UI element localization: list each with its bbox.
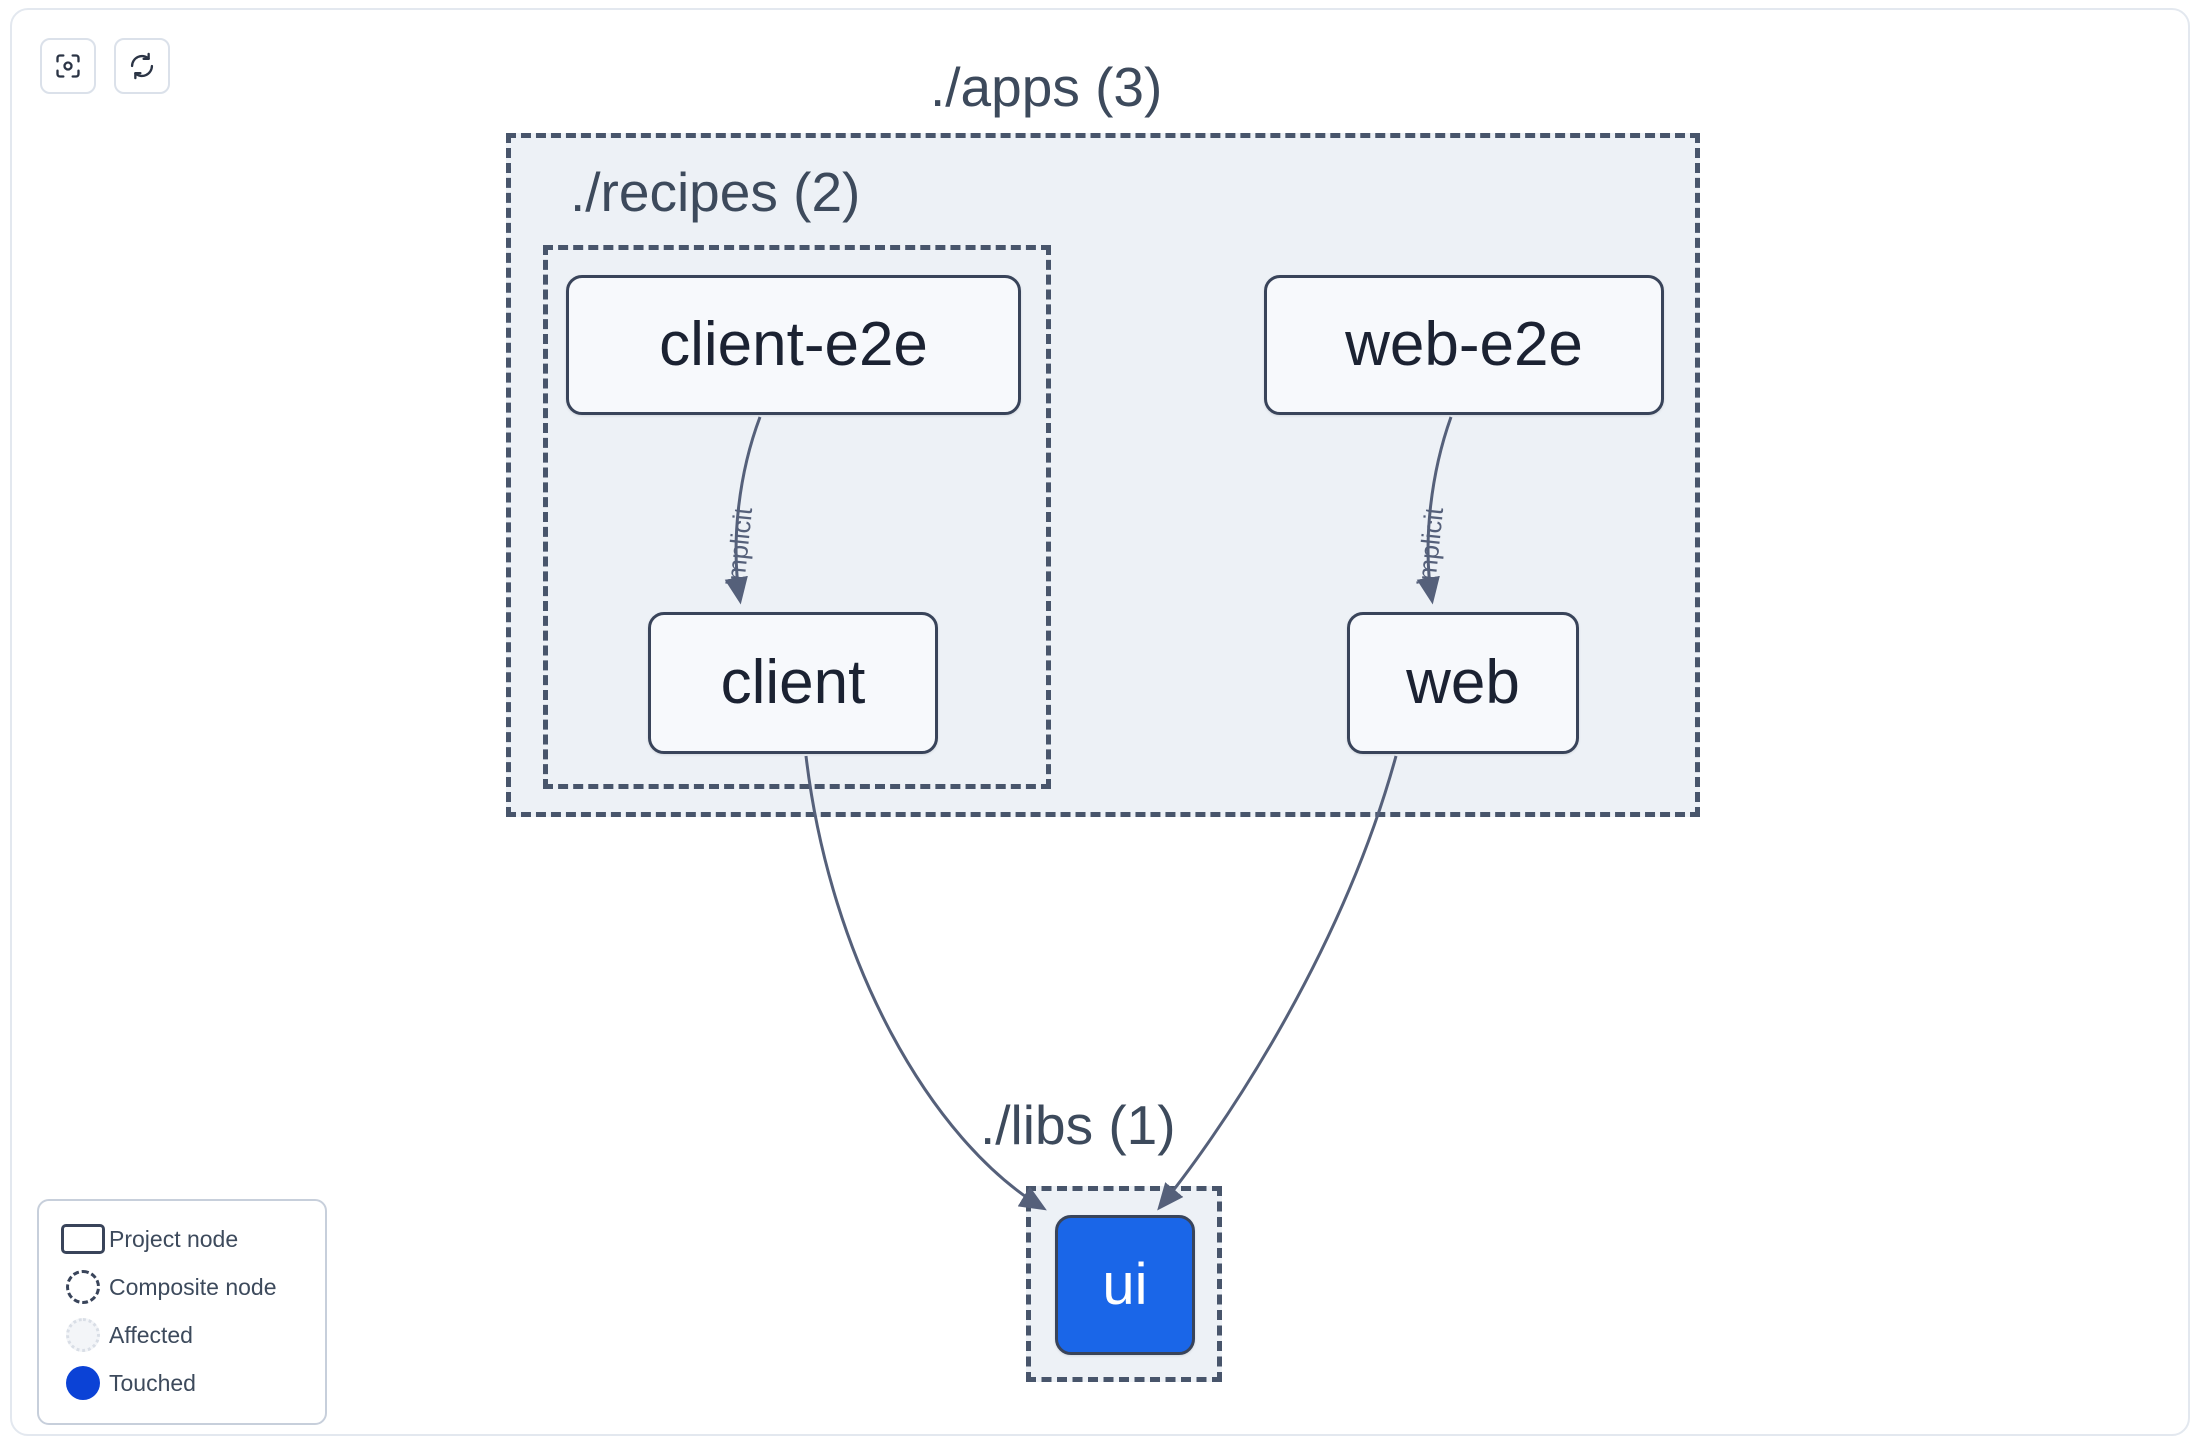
edge-web-to-ui bbox=[1157, 755, 1398, 1211]
legend-label-affected: Affected bbox=[109, 1321, 193, 1348]
graph-toolbar bbox=[40, 38, 170, 94]
legend-item-touched: Touched bbox=[57, 1359, 307, 1407]
refresh-sync-icon bbox=[128, 52, 156, 80]
group-label-libs: ./libs (1) bbox=[980, 1094, 1176, 1156]
group-label-apps: ./apps (3) bbox=[930, 56, 1163, 118]
project-node-swatch-icon bbox=[57, 1224, 109, 1254]
composite-node-swatch-icon bbox=[57, 1270, 109, 1304]
focus-target-icon bbox=[54, 52, 82, 80]
focus-graph-button[interactable] bbox=[40, 38, 96, 94]
legend-label-touched: Touched bbox=[109, 1369, 196, 1396]
legend-item-composite-node: Composite node bbox=[57, 1263, 307, 1311]
legend-item-affected: Affected bbox=[57, 1311, 307, 1359]
graph-legend: Project node Composite node Affected Tou… bbox=[37, 1199, 327, 1425]
legend-item-project-node: Project node bbox=[57, 1215, 307, 1263]
node-ui[interactable]: ui bbox=[1055, 1215, 1195, 1355]
group-label-recipes: ./recipes (2) bbox=[570, 161, 861, 223]
touched-swatch-icon bbox=[57, 1366, 109, 1400]
node-web-e2e[interactable]: web-e2e bbox=[1264, 275, 1664, 415]
affected-swatch-icon bbox=[57, 1318, 109, 1352]
legend-label-composite-node: Composite node bbox=[109, 1273, 277, 1300]
refresh-graph-button[interactable] bbox=[114, 38, 170, 94]
edge-label-implicit-web: implicit bbox=[1411, 505, 1450, 588]
edge-label-implicit-client: implicit bbox=[720, 505, 759, 588]
node-client[interactable]: client bbox=[648, 612, 938, 754]
node-web[interactable]: web bbox=[1347, 612, 1579, 754]
legend-label-project-node: Project node bbox=[109, 1225, 239, 1252]
node-client-e2e[interactable]: client-e2e bbox=[566, 275, 1021, 415]
